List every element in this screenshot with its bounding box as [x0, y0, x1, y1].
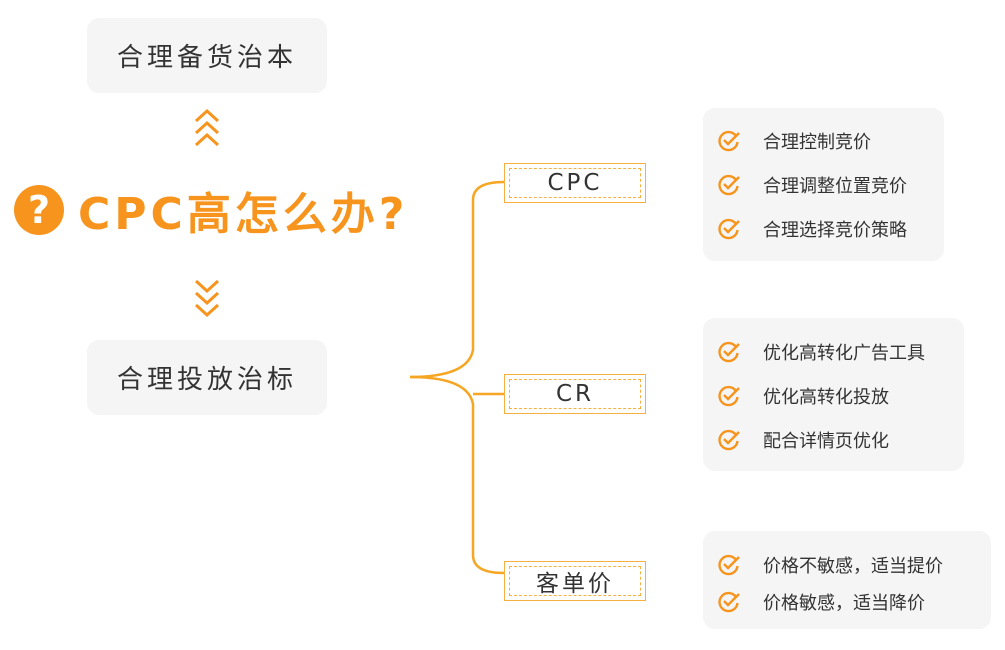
check-circle-icon: [718, 130, 740, 152]
item-text: 配合详情页优化: [763, 431, 889, 452]
list-item: 合理控制竞价: [717, 126, 871, 156]
question-circle-icon: ?: [14, 185, 64, 235]
list-item: 价格敏感，适当降价: [717, 587, 925, 617]
check-circle-icon: [718, 591, 740, 613]
category-box-cr: CR: [504, 374, 646, 414]
list-item: 优化高转化投放: [717, 381, 889, 411]
item-text: 优化高转化投放: [763, 387, 889, 408]
list-item: 优化高转化广告工具: [717, 337, 925, 367]
panel-aov: 价格不敏感，适当提价 价格敏感，适当降价: [703, 531, 991, 629]
main-question-title: ? CPC高怎么办?: [14, 178, 408, 242]
bottom-box: 合理投放治标: [87, 340, 327, 415]
panel-cpc: 合理控制竞价 合理调整位置竞价 合理选择竞价策略: [703, 108, 944, 261]
list-item: 合理调整位置竞价: [717, 170, 907, 200]
check-circle-icon: [718, 385, 740, 407]
double-chevron-down-icon: [194, 279, 220, 318]
item-text: 价格敏感，适当降价: [763, 593, 925, 614]
item-text: 合理选择竞价策略: [763, 220, 907, 241]
list-item: 价格不敏感，适当提价: [717, 550, 943, 580]
list-item: 配合详情页优化: [717, 425, 889, 455]
double-chevron-up-icon: [194, 108, 220, 147]
category-label: CPC: [547, 170, 603, 196]
check-circle-icon: [718, 554, 740, 576]
category-box-aov: 客单价: [504, 561, 646, 601]
list-item: 合理选择竞价策略: [717, 214, 907, 244]
check-circle-icon: [718, 218, 740, 240]
category-label: 客单价: [536, 571, 614, 597]
check-circle-icon: [718, 429, 740, 451]
item-text: 优化高转化广告工具: [763, 343, 925, 364]
check-circle-icon: [718, 341, 740, 363]
category-label: CR: [555, 381, 595, 407]
check-circle-icon: [718, 174, 740, 196]
panel-cr: 优化高转化广告工具 优化高转化投放 配合详情页优化: [703, 318, 964, 471]
item-text: 价格不敏感，适当提价: [763, 556, 943, 577]
top-box: 合理备货治本: [87, 18, 327, 93]
category-box-cpc: CPC: [504, 163, 646, 203]
item-text: 合理控制竞价: [763, 132, 871, 153]
item-text: 合理调整位置竞价: [763, 176, 907, 197]
title-text: CPC高怎么办?: [78, 189, 409, 240]
